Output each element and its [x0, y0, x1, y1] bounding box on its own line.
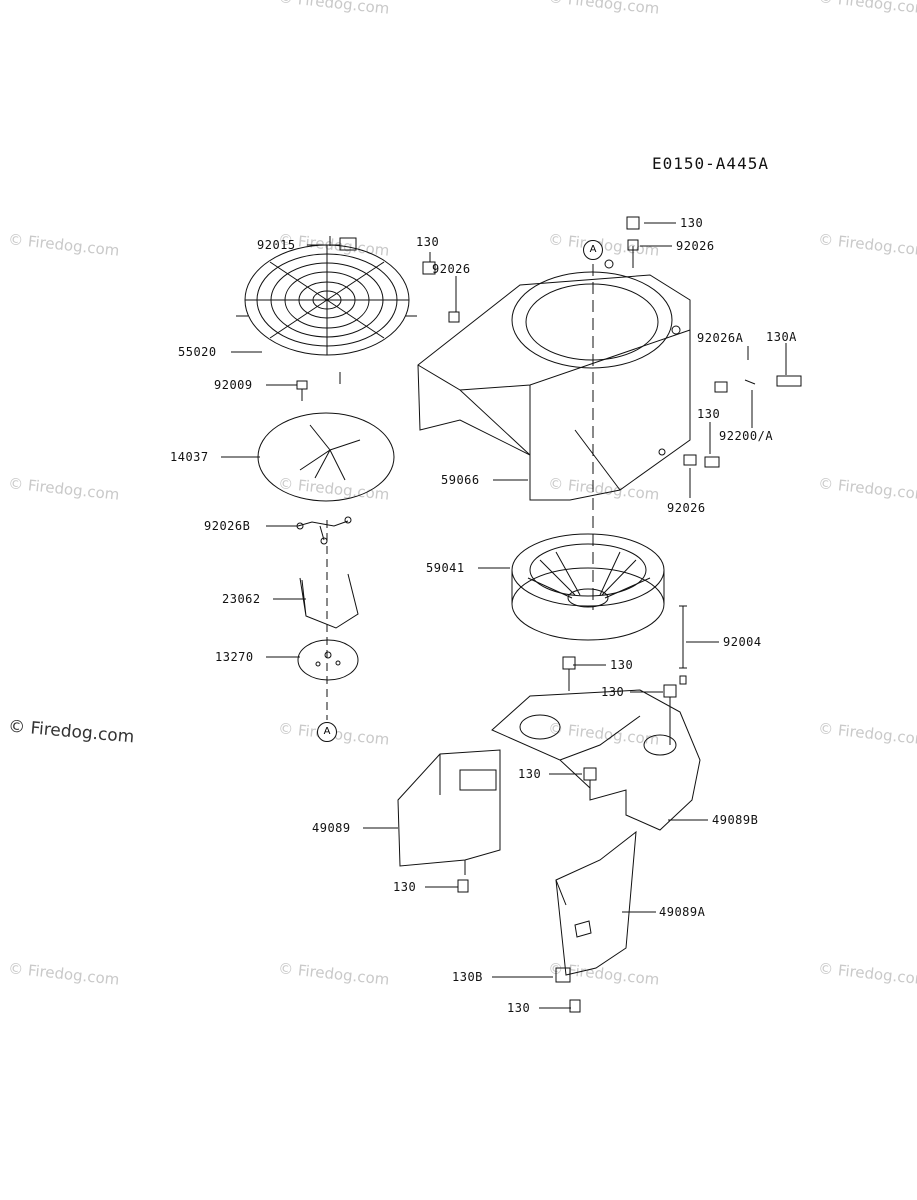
part-label-130-upper-left: 130	[416, 235, 440, 249]
part-label-92015: 92015	[257, 238, 296, 252]
part-label-59066: 59066	[441, 473, 480, 487]
part-label-92026-top: 92026	[676, 239, 715, 253]
part-label-130-right: 130	[697, 407, 721, 421]
part-label-49089B: 49089B	[712, 813, 759, 827]
part-label-49089A: 49089A	[659, 905, 706, 919]
part-label-92026B: 92026B	[204, 519, 251, 533]
part-label-92026-right: 92026	[667, 501, 706, 515]
diagram-code: E0150-A445A	[652, 154, 769, 173]
part-label-92026-upper-left: 92026	[432, 262, 471, 276]
part-label-130B: 130B	[452, 970, 483, 984]
part-label-130-bottom: 130	[507, 1001, 531, 1015]
part-label-130-top: 130	[680, 216, 704, 230]
part-label-92026A: 92026A	[697, 331, 744, 345]
part-label-23062: 23062	[222, 592, 261, 606]
part-label-130-mid1: 130	[610, 658, 634, 672]
part-label-92009: 92009	[214, 378, 253, 392]
part-label-92200A: 92200/A	[719, 429, 774, 443]
part-label-59041: 59041	[426, 561, 465, 575]
part-label-130-mid3: 130	[518, 767, 542, 781]
part-label-130-low: 130	[393, 880, 417, 894]
part-label-92004: 92004	[723, 635, 762, 649]
part-label-49089: 49089	[312, 821, 351, 835]
callout-a-bottom: A	[317, 722, 337, 742]
part-label-130-mid2: 130	[601, 685, 625, 699]
part-label-55020: 55020	[178, 345, 217, 359]
callout-a-top: A	[583, 240, 603, 260]
part-label-14037: 14037	[170, 450, 209, 464]
part-label-130A: 130A	[766, 330, 797, 344]
part-label-13270: 13270	[215, 650, 254, 664]
